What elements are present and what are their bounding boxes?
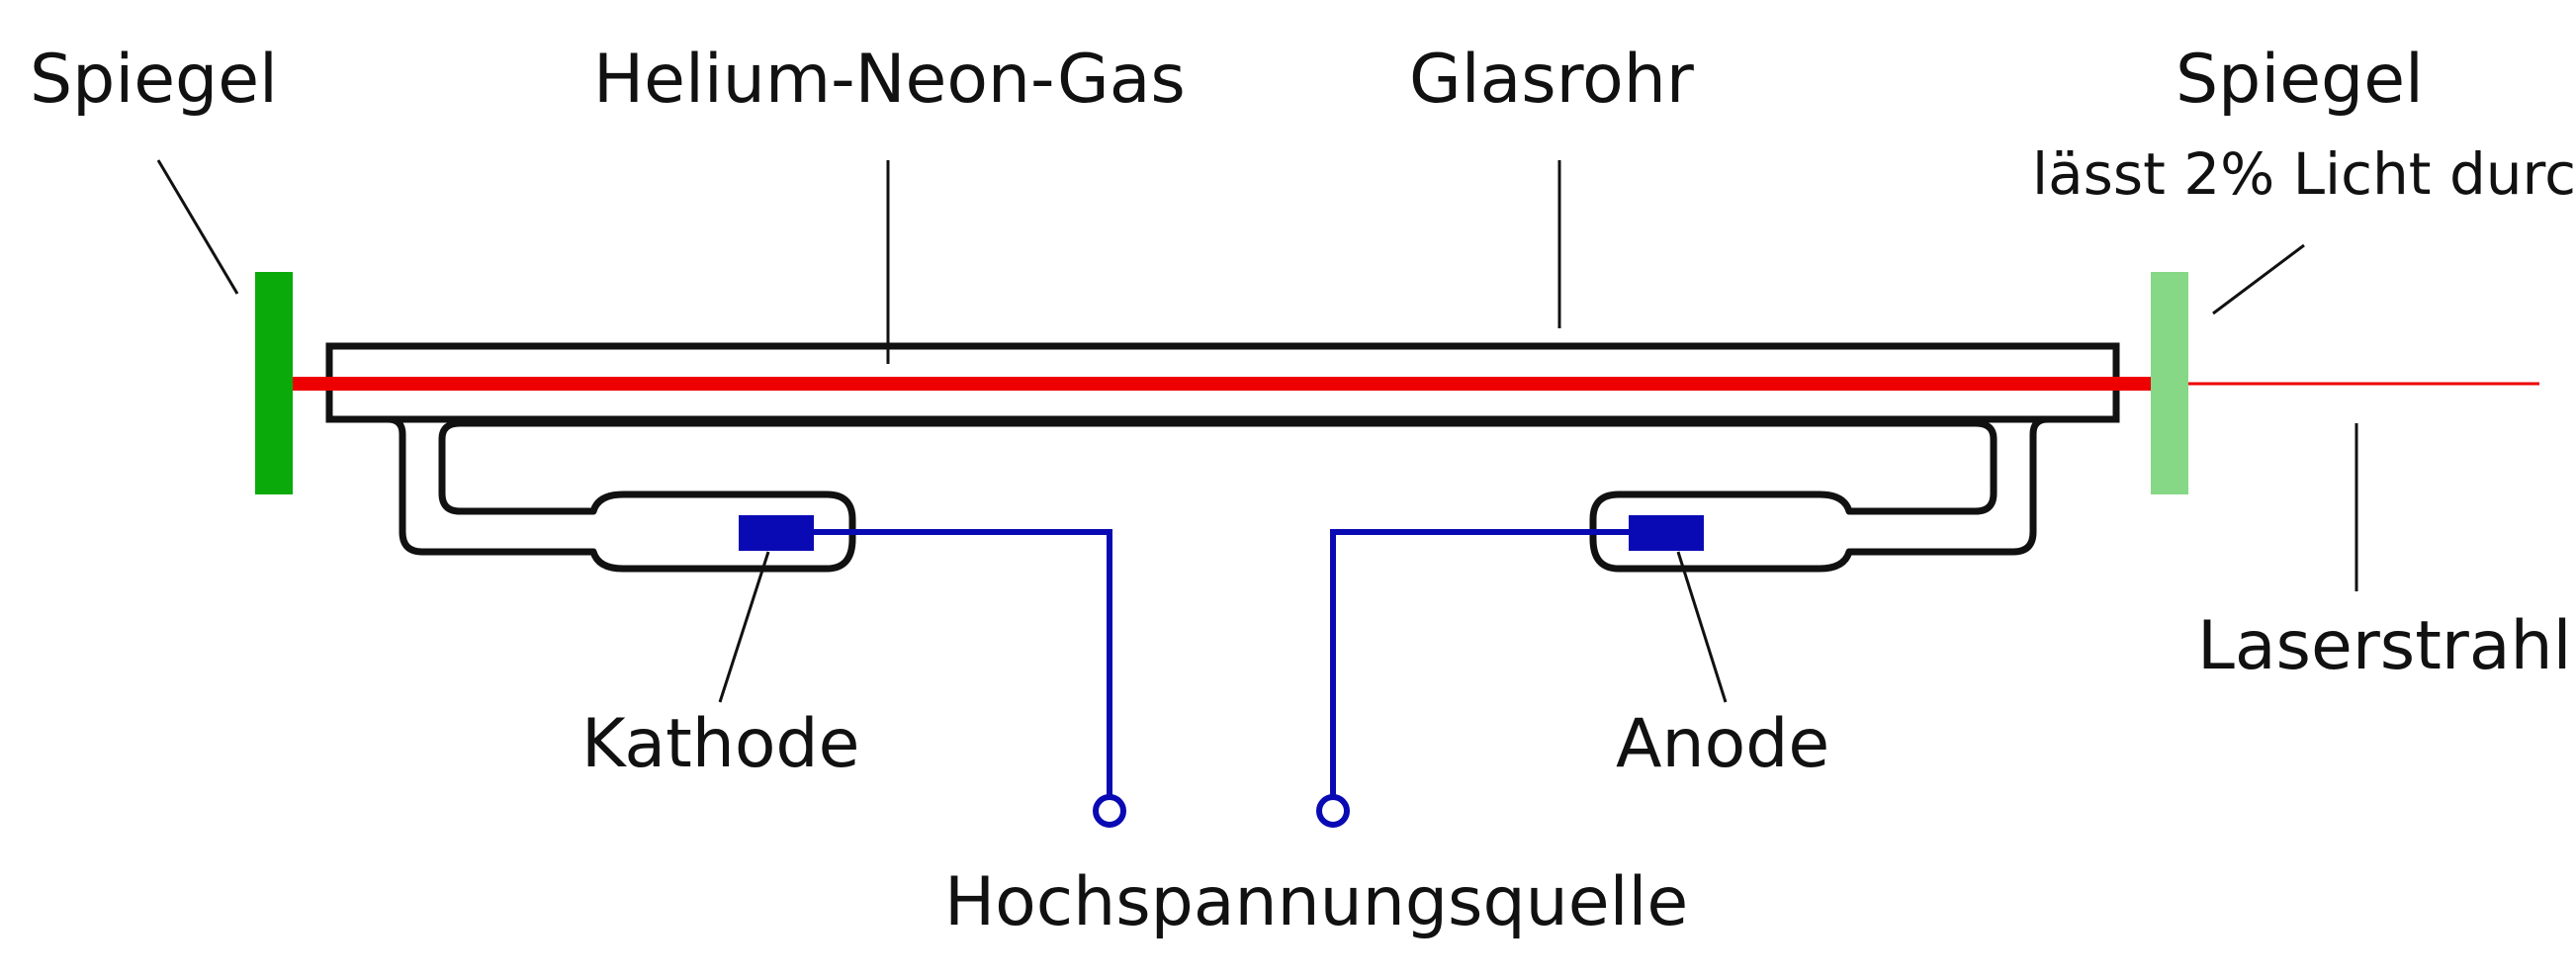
mirror-left	[255, 272, 293, 494]
label-mirror-left: Spiegel	[30, 41, 278, 119]
label-tube: Glasrohr	[1409, 41, 1694, 119]
label-mirror-right-note: lässt 2% Licht durch	[2032, 140, 2576, 208]
anode-wire	[1330, 529, 1629, 799]
leader-cathode	[718, 551, 770, 703]
tube-side-arm	[329, 415, 2116, 573]
label-beam: Laserstrahl	[2197, 607, 2571, 685]
mirror-right	[2151, 272, 2188, 494]
label-anode: Anode	[1616, 705, 1829, 783]
label-cathode: Kathode	[581, 705, 859, 783]
anode-terminal	[1316, 794, 1350, 828]
cathode-electrode	[739, 515, 814, 551]
label-gas: Helium-Neon-Gas	[593, 41, 1186, 119]
label-mirror-right: Spiegel	[2176, 41, 2424, 119]
leader-mirror-left	[156, 159, 239, 295]
cathode-wire	[814, 529, 1112, 799]
leader-anode	[1676, 551, 1728, 703]
leader-mirror-right	[2212, 243, 2305, 315]
cathode-terminal	[1093, 794, 1126, 828]
label-power-source: Hochspannungsquelle	[944, 863, 1688, 941]
anode-electrode	[1629, 515, 1704, 551]
